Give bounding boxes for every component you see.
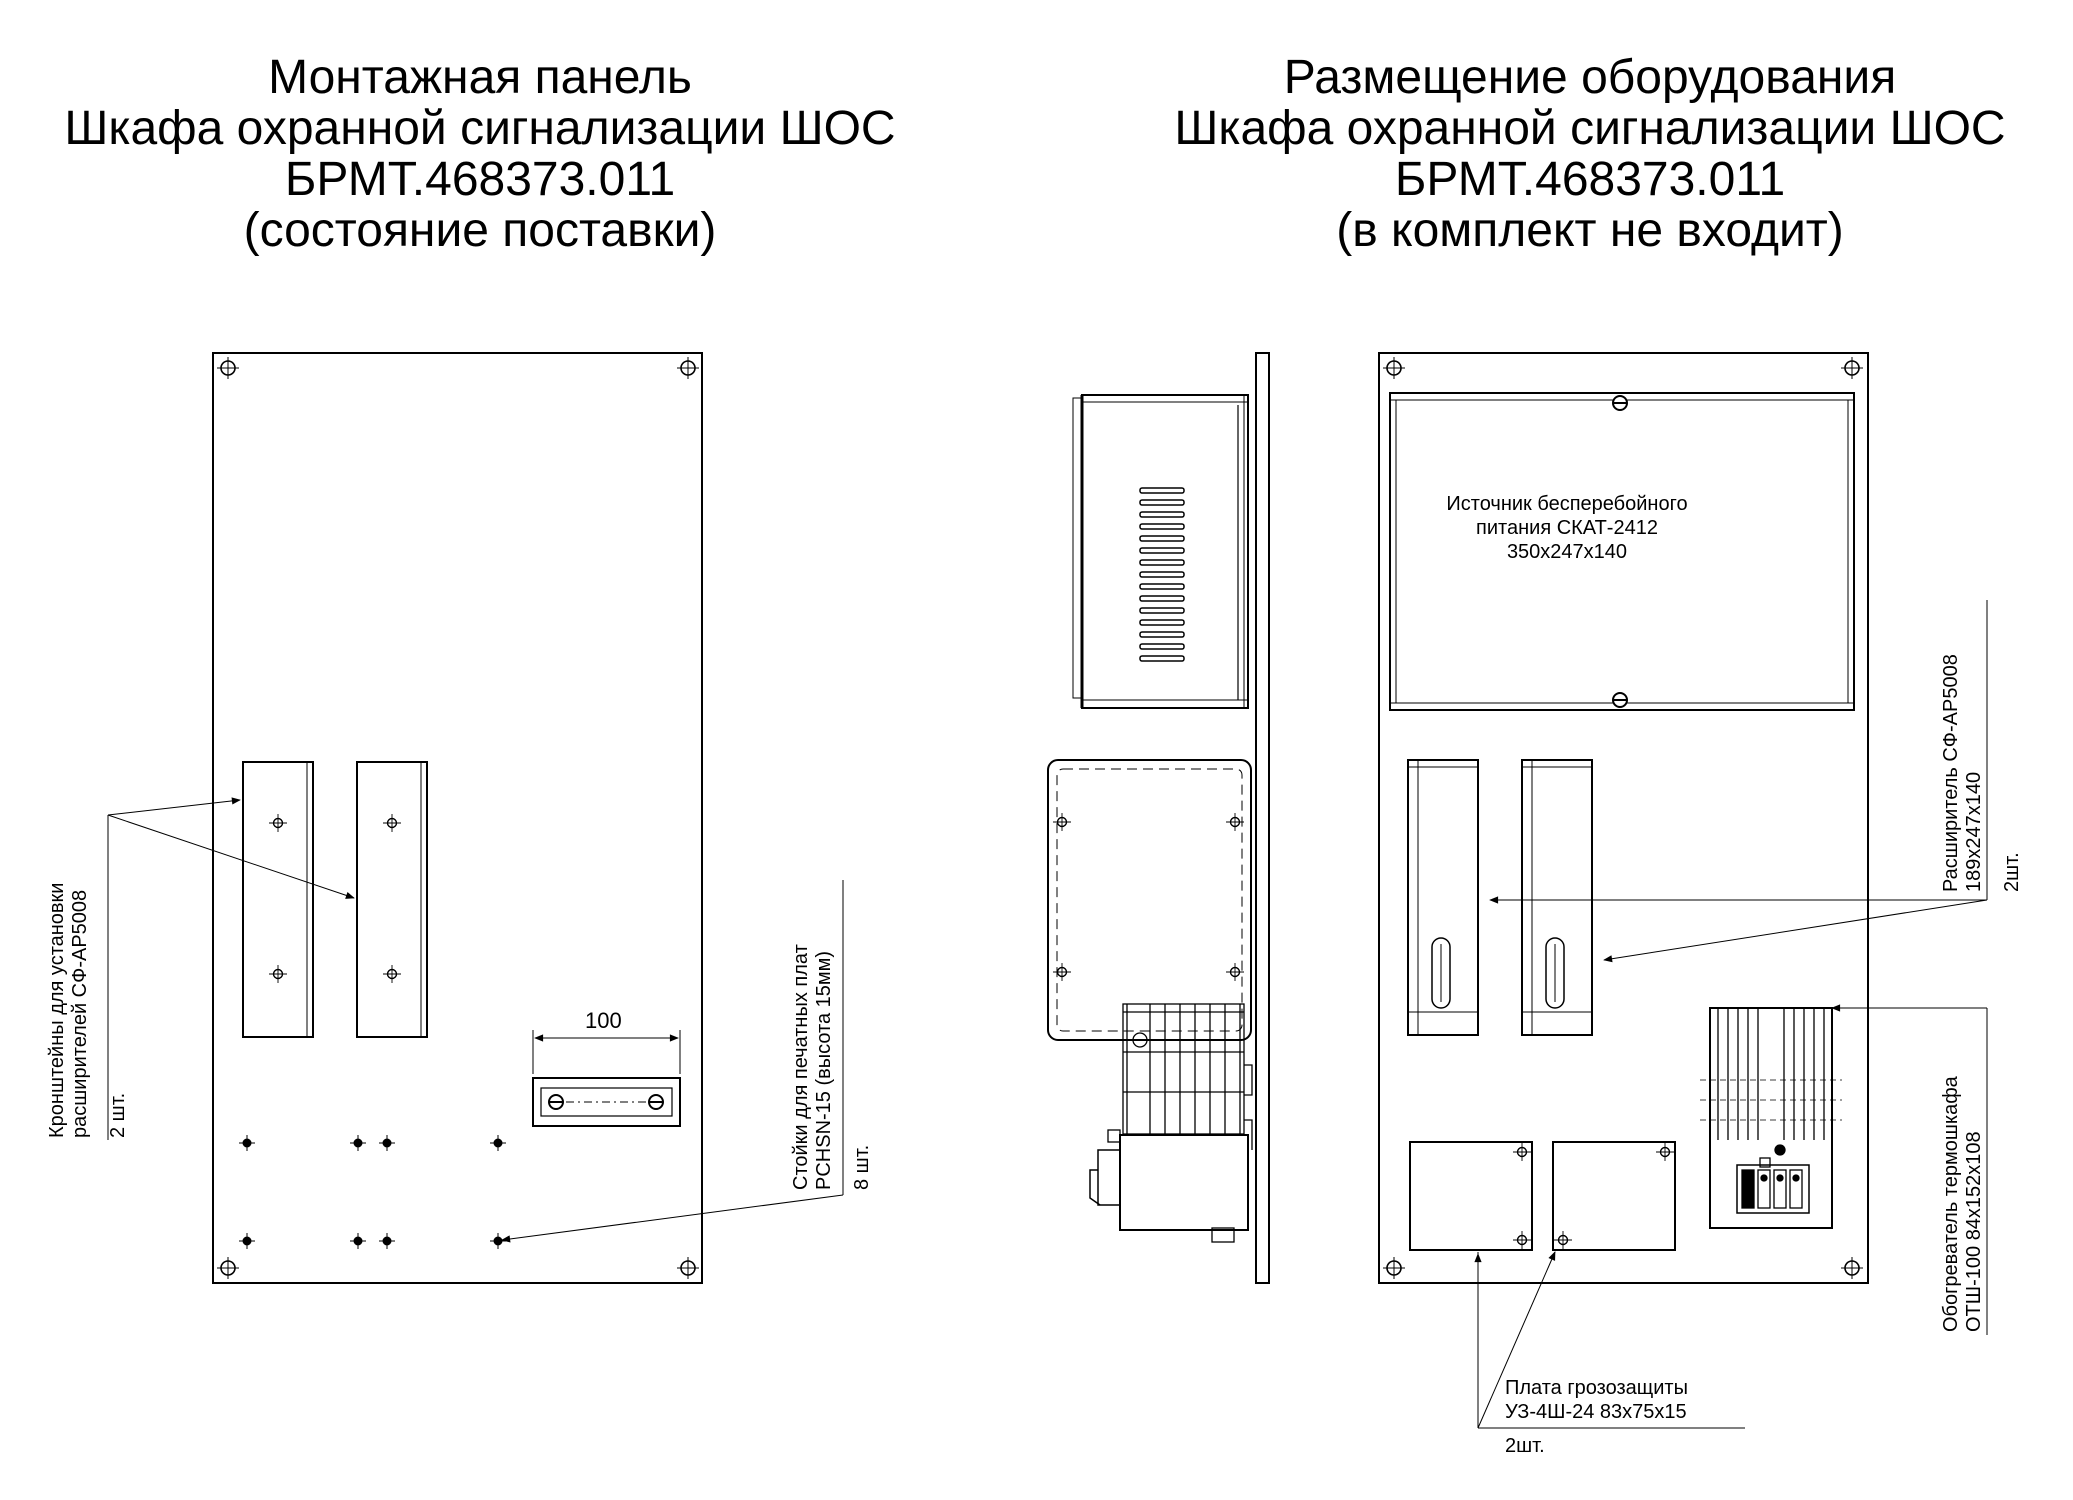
ups-label-1: Источник бесперебойного [1446, 493, 1687, 515]
left-title-line-2: Шкафа охранной сигнализации ШОС [64, 102, 896, 155]
standoff [489, 1134, 507, 1152]
standoff [238, 1232, 256, 1250]
panel-mount-hole [216, 1256, 240, 1280]
right-mounting-panel [1378, 352, 1988, 1429]
left-title-line-4: (состояние поставки) [243, 204, 717, 257]
expander-qty: 2шт. [2001, 852, 2023, 892]
bracket [356, 761, 428, 1038]
standoff [489, 1232, 507, 1250]
panel-mount-hole [216, 356, 240, 380]
left-title-line-1: Монтажная панель [268, 51, 692, 104]
bracket [242, 761, 314, 1038]
side-view [1047, 352, 1270, 1284]
left-mounting-panel [107, 352, 844, 1284]
ups-front [1389, 392, 1855, 711]
right-title-line-3: БРМТ.468373.011 [1394, 153, 1786, 206]
heater-label-2: ОТШ-100 84x152x108 [1963, 1131, 1985, 1332]
right-title: Размещение оборудования Шкафа охранной с… [1110, 52, 2070, 256]
side-view-panel [1255, 352, 1270, 1284]
dimension-label: 100 [585, 1008, 622, 1033]
standoffs-qty: 8 шт. [851, 1145, 873, 1190]
left-title: Монтажная панель Шкафа охранной сигнализ… [0, 52, 960, 256]
expander-label-2: 189x247x140 [1963, 772, 1985, 892]
surge-label-2: УЗ-4Ш-24 83x75x15 [1505, 1401, 1687, 1423]
expander-front [1407, 759, 1479, 1036]
ups-label-3: 350x247x140 [1507, 541, 1627, 563]
dimension-100 [532, 1030, 681, 1074]
expander-label-1: Расширитель СФ-АР5008 [1940, 654, 1962, 892]
surge-board [1552, 1141, 1676, 1251]
brackets-qty: 2 шт. [107, 1093, 129, 1138]
standoffs-label-1: Стойки для печатных плат [790, 944, 812, 1190]
expander-front [1521, 759, 1593, 1036]
surge-board [1409, 1141, 1533, 1251]
heater-front [1700, 1007, 1842, 1229]
left-title-line-3: БРМТ.468373.011 [284, 153, 676, 206]
standoff [349, 1232, 367, 1250]
right-title-line-2: Шкафа охранной сигнализации ШОС [1174, 102, 2006, 155]
panel-mount-hole [1840, 1256, 1864, 1280]
surge-label-1: Плата грозозащиты [1505, 1377, 1688, 1399]
ups-label-2: питания СКАТ-2412 [1476, 517, 1658, 539]
standoff [238, 1134, 256, 1152]
right-panel-outline [1378, 352, 1869, 1284]
standoffs-label-2: PCHSN-15 (высота 15мм) [813, 951, 835, 1190]
right-title-line-1: Размещение оборудования [1283, 51, 1897, 104]
side-ups [1072, 394, 1249, 709]
surge-qty: 2шт. [1505, 1435, 1545, 1457]
side-heater [1089, 1003, 1253, 1243]
panel-mount-hole [1840, 356, 1864, 380]
panel-mount-hole [676, 1256, 700, 1280]
right-title-line-4: (в комплект не входит) [1336, 204, 1844, 257]
standoff [378, 1134, 396, 1152]
brackets-label-2: расширителей СФ-АР5008 [69, 890, 91, 1138]
standoff [378, 1232, 396, 1250]
left-panel-outline [212, 352, 703, 1284]
heater-label-1: Обогреватель термошкафа [1940, 1075, 1962, 1332]
din-rail [532, 1077, 681, 1127]
standoff [349, 1134, 367, 1152]
panel-mount-hole [1382, 1256, 1406, 1280]
panel-mount-hole [1382, 356, 1406, 380]
side-expander [1047, 759, 1252, 1041]
panel-mount-hole [676, 356, 700, 380]
brackets-label-1: Кронштейны для установки [46, 883, 68, 1138]
